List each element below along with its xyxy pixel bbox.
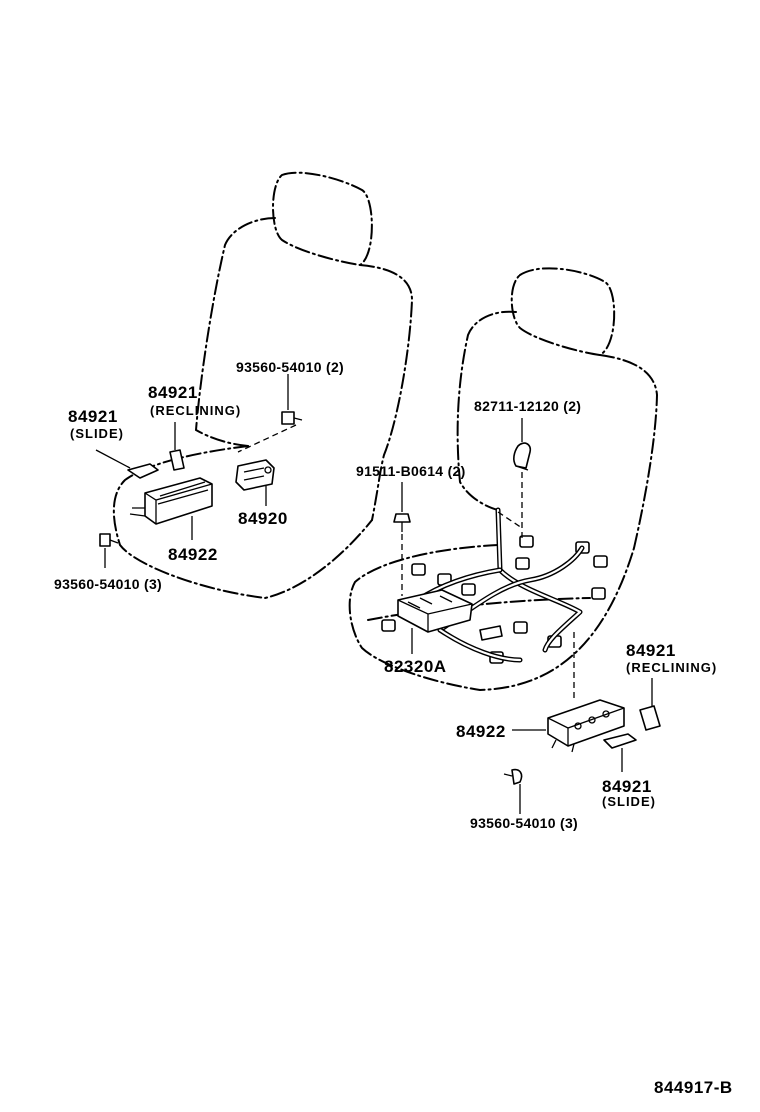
left-switch-assy[interactable]	[129, 477, 213, 525]
right-recline-part-number: 84921	[626, 641, 676, 660]
left-recline-knob[interactable]	[169, 449, 185, 471]
left-upper-screw[interactable]	[281, 411, 303, 425]
right-screw[interactable]	[503, 768, 523, 785]
left-upper-screw-part-number: 93560-54010 (2)	[236, 359, 344, 375]
left-recline-note: (RECLINING)	[150, 403, 241, 418]
right-bolt-part-number: 91511-B0614 (2)	[356, 463, 466, 479]
right-wire-harness[interactable]	[397, 507, 585, 663]
right-screw-part-number: 93560-54010 (3)	[470, 815, 578, 831]
left-bracket-part-number: 84920	[238, 509, 288, 528]
right-harness-part-number: 82320A	[384, 657, 447, 676]
left-recline-part-number: 84921	[148, 383, 198, 402]
right-clamp-part-number: 82711-12120 (2)	[474, 398, 581, 414]
right-recline-note: (RECLINING)	[626, 660, 717, 675]
left-slide-knob[interactable]	[127, 463, 159, 479]
left-switch-part-number: 84922	[168, 545, 218, 564]
left-slide-note: (SLIDE)	[70, 426, 124, 441]
right-bolt[interactable]	[393, 513, 411, 532]
left-lower-screw-part-number: 93560-54010 (3)	[54, 576, 162, 592]
left-seat-outline	[112, 171, 414, 600]
right-switch-part-number: 84922	[456, 722, 506, 741]
left-switch-bracket[interactable]	[235, 459, 275, 491]
left-lower-screw[interactable]	[99, 533, 119, 547]
right-clamp[interactable]	[513, 442, 532, 471]
right-slide-knob[interactable]	[603, 733, 637, 749]
left-slide-part-number: 84921	[68, 407, 118, 426]
right-slide-note: (SLIDE)	[602, 794, 656, 809]
right-recline-knob[interactable]	[639, 705, 661, 731]
right-slide-part-number: 84921	[602, 777, 652, 796]
drawing-code: 844917-B	[654, 1078, 733, 1097]
right-switch-assy[interactable]	[547, 699, 625, 753]
